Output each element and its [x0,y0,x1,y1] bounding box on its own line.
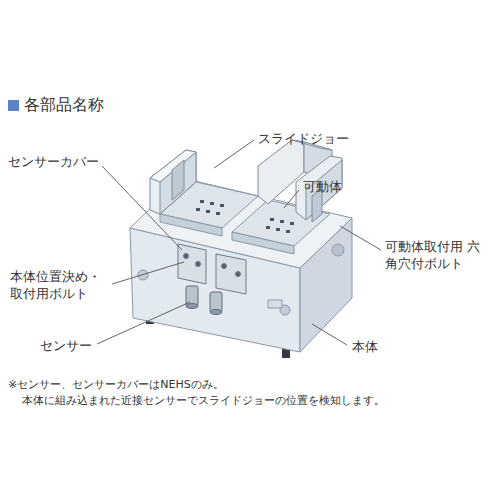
part-name: 本体位置決め・ 取付用ボルト [10,268,110,302]
part-name: センサーカバー [8,153,99,170]
sensor [186,286,222,315]
footnote: ※センサー、センサーカバーはNEHSのみ。 [8,378,224,392]
footnote: 本体に組み込まれた近接センサーでスライドジョーの位置を検知します。 [22,394,385,408]
plate-holes [196,200,294,233]
part-name: 可動体 [303,178,342,195]
diagram-title: 各部品名称 [24,95,104,115]
part-name: スライドジョー [258,130,349,147]
slide-jaw [150,140,342,222]
part-name: 可動体取付用 六角穴付ボルト [385,238,485,272]
leader-line [97,140,381,345]
part-name: センサー [40,337,92,354]
title-square [8,100,19,111]
part-name: 本体 [352,338,378,355]
